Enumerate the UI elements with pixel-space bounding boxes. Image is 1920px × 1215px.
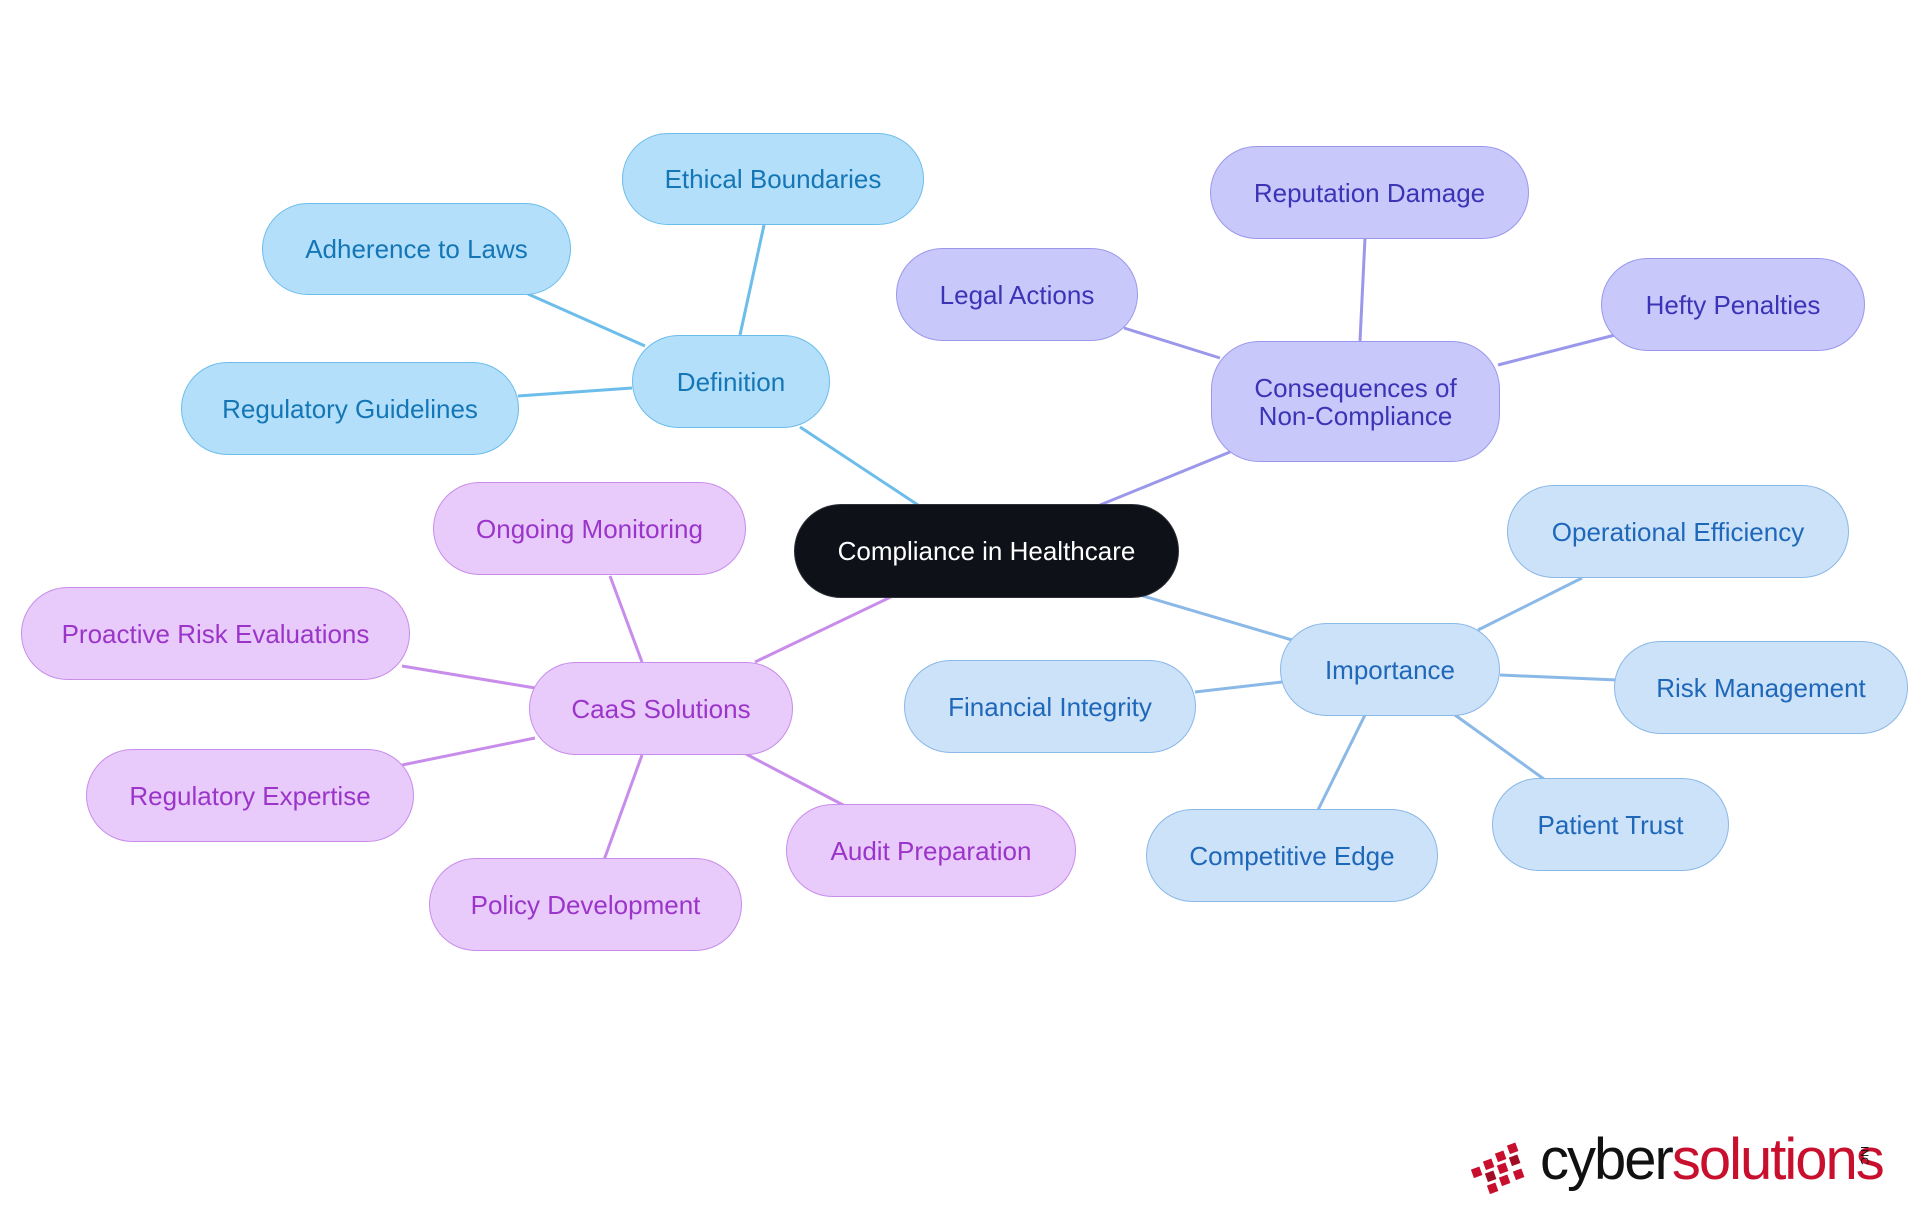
ongoing-monitoring-node: Ongoing Monitoring (433, 482, 746, 575)
edge-consequences-legal (1123, 326, 1221, 360)
root-node: Compliance in Healthcare (794, 504, 1179, 598)
edge-importance-risk (1499, 673, 1618, 682)
edge-caas-ongoing (608, 575, 644, 663)
risk-management-node: Risk Management (1614, 641, 1908, 734)
importance-node: Importance (1280, 623, 1500, 716)
regulatory-expertise-node: Regulatory Expertise (86, 749, 414, 842)
edge-caas-proactive (401, 664, 536, 690)
caas-solutions-node: CaaS Solutions (529, 662, 793, 755)
definition-node: Definition (632, 335, 830, 428)
edge-definition-regulatory (517, 386, 633, 398)
competitive-edge-node: Competitive Edge (1146, 809, 1438, 902)
policy-development-node: Policy Development (429, 858, 742, 951)
edge-importance-patient (1454, 713, 1549, 784)
operational-efficiency-node: Operational Efficiency (1507, 485, 1849, 578)
edge-caas-regulatory (401, 736, 536, 767)
edge-definition-adherence (527, 292, 646, 348)
ethical-boundaries-node: Ethical Boundaries (622, 133, 924, 225)
edge-caas-policy (602, 754, 644, 861)
patient-trust-node: Patient Trust (1492, 778, 1729, 871)
logo-mark-icon (1470, 1142, 1525, 1195)
logo-text-cyber: cyber (1540, 1127, 1674, 1192)
legal-actions-node: Legal Actions (896, 248, 1138, 341)
edge-root-definition (799, 425, 919, 507)
edge-importance-financial (1194, 680, 1283, 694)
edge-importance-competitive (1316, 714, 1367, 811)
logo-inc-text: INC (1858, 1146, 1870, 1165)
logo-wordmark: cybersolutions (1540, 1126, 1885, 1193)
logo-text-solutions: solutions (1671, 1127, 1885, 1192)
proactive-risk-evaluations-node: Proactive Risk Evaluations (21, 587, 410, 680)
edge-root-importance (1139, 593, 1293, 642)
hefty-penalties-node: Hefty Penalties (1601, 258, 1865, 351)
edge-consequences-reputation (1358, 237, 1367, 342)
edge-definition-ethical (738, 224, 766, 336)
edge-root-consequences (1099, 450, 1231, 507)
regulatory-guidelines-node: Regulatory Guidelines (181, 362, 519, 455)
cybersolutions-logo: cybersolutions INC (1470, 1120, 1885, 1200)
financial-integrity-node: Financial Integrity (904, 660, 1196, 753)
audit-preparation-node: Audit Preparation (786, 804, 1076, 897)
edge-caas-audit (745, 752, 846, 808)
edge-importance-operational (1477, 576, 1583, 632)
reputation-damage-node: Reputation Damage (1210, 146, 1529, 239)
edge-consequences-hefty (1497, 333, 1616, 367)
edge-root-caas (754, 593, 896, 664)
consequences-node: Consequences of Non-Compliance (1211, 341, 1500, 462)
adherence-to-laws-node: Adherence to Laws (262, 203, 571, 295)
